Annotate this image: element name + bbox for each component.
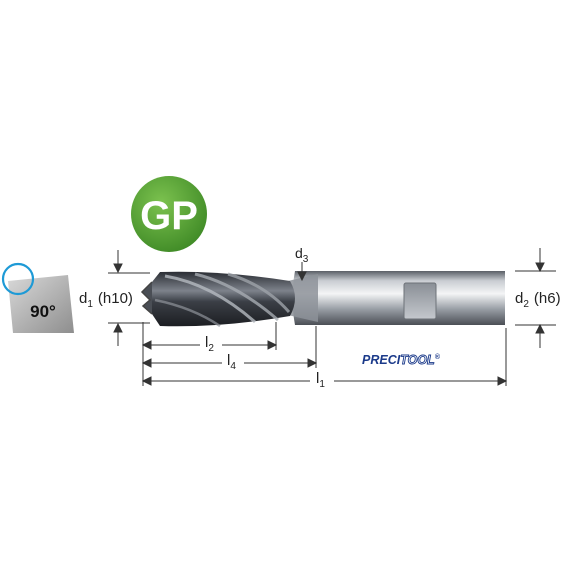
l4-label-bg <box>222 354 244 372</box>
corner-highlight-circle <box>1 262 35 296</box>
flute-edge-1 <box>164 274 256 324</box>
l1-arrow-left <box>141 376 152 386</box>
d2-arrow-bottom <box>535 323 545 334</box>
l1-arrow-right <box>497 376 508 386</box>
flute-edge-3 <box>227 272 291 313</box>
precitool-logo: PRECITOOL® <box>362 353 441 367</box>
l4-arrow-right <box>307 358 318 368</box>
corner-angle-icon: 90° <box>1 262 74 333</box>
d1-label: d1(h10) <box>79 290 133 310</box>
flute-edge-2 <box>194 272 279 322</box>
gp-badge: GP <box>131 176 207 252</box>
d1-arrow-top <box>113 263 123 274</box>
end-mill <box>140 271 505 328</box>
corner-angle-label: 90° <box>30 302 56 321</box>
l2-arrow-right <box>267 340 278 350</box>
tool-tip <box>140 281 153 315</box>
gp-badge-text: GP <box>140 194 198 238</box>
dimension-lines <box>108 248 556 386</box>
l2-label: l2 <box>205 334 214 354</box>
corner-shape <box>8 275 74 333</box>
d1-arrow-bottom <box>113 322 123 333</box>
d3-arrow <box>297 271 307 282</box>
d2-label: d2(h6) <box>515 290 561 310</box>
d2-arrow-top <box>535 262 545 273</box>
l2-arrow-left <box>141 340 152 350</box>
shank <box>292 271 505 325</box>
l4-label: l4 <box>227 352 236 372</box>
shank-flat <box>403 282 437 320</box>
d3-label: d3 <box>295 245 309 265</box>
l2-label-bg <box>200 336 222 354</box>
flute-edge-4 <box>154 298 221 328</box>
l1-label: l1 <box>316 370 325 390</box>
l4-arrow-left <box>141 358 152 368</box>
gp-badge-circle <box>131 176 207 252</box>
l1-label-bg <box>310 372 334 390</box>
